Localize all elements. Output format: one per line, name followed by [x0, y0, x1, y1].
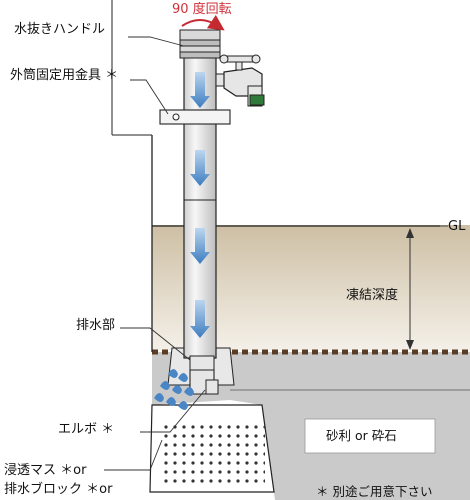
handle-rib-1 — [179, 39, 221, 47]
drain-label: 排水部 — [76, 318, 116, 333]
handle-top — [179, 29, 221, 41]
seepage-label-1: 浸透マス ＊or — [4, 463, 87, 478]
depth-arrow-bottom — [406, 340, 414, 350]
fixing-bracket — [159, 109, 231, 125]
flow-arrow-1 — [190, 72, 210, 108]
freeze-depth-label: 凍結深度 — [346, 288, 399, 303]
footnote: ＊ 別途ご用意下さい — [316, 484, 433, 499]
gravel-label-box — [304, 418, 436, 454]
flow-arrow-4 — [190, 300, 210, 338]
faucet-handle-knob-l — [219, 54, 229, 64]
handle-rib-2 — [179, 45, 221, 53]
elbow-label: エルボ ＊ — [58, 422, 115, 437]
bracket-bolt — [172, 113, 180, 121]
gravel-label: 砂利 or 砕石 — [326, 428, 397, 443]
handle-label: 水抜きハンドル — [14, 22, 106, 37]
drain-valve — [189, 355, 215, 371]
faucet-handle-knob-r — [251, 54, 261, 64]
elbow-outlet — [205, 379, 219, 395]
flow-arrow-2 — [190, 150, 210, 186]
gl-label: GL — [448, 219, 466, 234]
depth-arrow-top — [406, 228, 414, 238]
faucet-nozzle — [249, 94, 265, 106]
leader-elbow — [140, 389, 206, 433]
water-drops — [154, 369, 194, 410]
bracket-label: 外筒固定用金具 ＊ — [10, 68, 119, 83]
handle-rib-3 — [179, 51, 221, 59]
leader-handle — [128, 36, 185, 47]
seepage-label-2: 排水ブロック ＊or — [4, 482, 113, 497]
rotation-label: 90 度回転 — [172, 2, 232, 17]
flow-arrow-3 — [190, 228, 210, 264]
leader-drain — [120, 327, 191, 361]
seepage-dots — [160, 420, 265, 485]
rotation-arrow — [181, 14, 225, 31]
leader-bracket — [130, 79, 169, 115]
leader-seepage — [104, 439, 163, 471]
building-wall — [112, 0, 166, 225]
